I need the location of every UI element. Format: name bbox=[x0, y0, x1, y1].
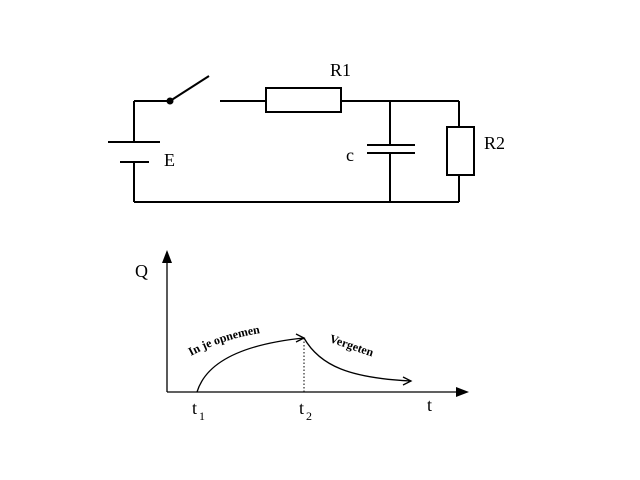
r2-label: R2 bbox=[484, 133, 505, 153]
circuit-diagram: E R1 c R2 bbox=[108, 60, 505, 203]
y-axis-label: Q bbox=[135, 261, 148, 281]
tick-t1: t 1 bbox=[192, 398, 205, 423]
resistor-r2 bbox=[446, 126, 475, 176]
x-axis-arrowhead bbox=[456, 387, 469, 397]
discharging-label: Vergeten bbox=[328, 331, 376, 359]
discharging-label-text: Vergeten bbox=[328, 331, 376, 359]
tick-t1-subscript: 1 bbox=[199, 409, 205, 423]
switch-lever bbox=[169, 75, 210, 102]
charging-label-text: In je opnemen bbox=[186, 322, 261, 359]
tick-t2: t 2 bbox=[299, 398, 312, 423]
tick-t1-main: t bbox=[192, 398, 197, 418]
charging-curve bbox=[196, 337, 305, 393]
charge-graph: Q t t 1 t 2 In je opnemen Vergeten bbox=[135, 250, 469, 423]
discharging-curve-arrowhead bbox=[402, 376, 413, 386]
charging-label: In je opnemen bbox=[186, 322, 261, 359]
tick-t2-subscript: 2 bbox=[306, 409, 312, 423]
battery-symbol bbox=[108, 141, 160, 163]
r1-label: R1 bbox=[330, 60, 351, 80]
capacitor-label: c bbox=[346, 145, 354, 165]
switch-symbol bbox=[166, 75, 210, 105]
tick-t2-main: t bbox=[299, 398, 304, 418]
discharging-curve bbox=[303, 337, 412, 382]
capacitor-symbol bbox=[367, 144, 415, 154]
battery-label: E bbox=[164, 150, 175, 170]
resistor-r1 bbox=[265, 87, 342, 113]
x-axis-label: t bbox=[427, 395, 432, 415]
y-axis-arrowhead bbox=[162, 250, 172, 263]
